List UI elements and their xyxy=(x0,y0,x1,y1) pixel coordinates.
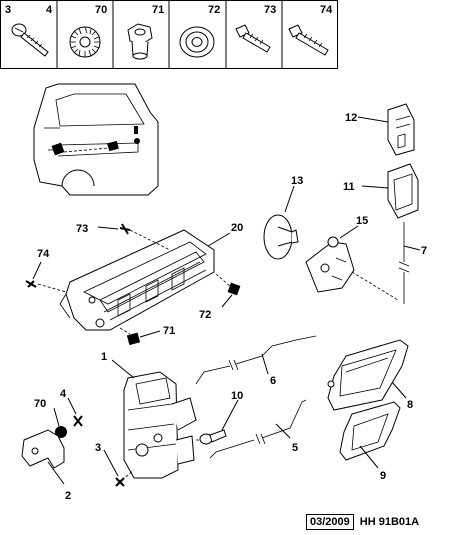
interior-handle-bracket xyxy=(59,229,215,331)
callout-72: 72 xyxy=(199,309,211,321)
grommet-72-marker xyxy=(215,273,241,308)
rivet-nut-icon xyxy=(127,23,153,60)
callout-13: 13 xyxy=(291,175,303,187)
lock-barrel-13 xyxy=(263,185,299,260)
callout-5: 5 xyxy=(292,442,298,454)
pin-10 xyxy=(196,399,239,445)
header-ref-3: 3 xyxy=(5,4,11,16)
screw-3-marker xyxy=(103,449,135,487)
callout-70: 70 xyxy=(34,398,46,410)
door-lock-1 xyxy=(111,359,197,479)
handle-cover-12 xyxy=(357,103,415,156)
footer-code: HH 91B01A xyxy=(359,516,420,528)
header-ref-74: 74 xyxy=(320,4,333,16)
callout-12: 12 xyxy=(345,112,357,124)
callout-4: 4 xyxy=(60,388,67,400)
washer-70-marker xyxy=(53,407,67,438)
control-rod-6 xyxy=(195,335,317,385)
footer: 03/2009 HH 91B01A xyxy=(306,514,419,530)
callout-6: 6 xyxy=(270,375,276,387)
callout-20: 20 xyxy=(231,222,243,234)
callout-15: 15 xyxy=(356,215,368,227)
control-rod-7 xyxy=(398,222,421,304)
callout-2: 2 xyxy=(65,490,71,502)
control-rod-5 xyxy=(209,399,307,459)
rivet-nut-71-marker xyxy=(119,327,161,346)
header-ref-71: 71 xyxy=(152,4,164,16)
callout-74: 74 xyxy=(37,248,50,260)
screw-4-marker xyxy=(67,397,83,427)
bracket-2 xyxy=(21,429,65,485)
header-ref-73: 73 xyxy=(264,4,276,16)
serrated-washer-icon xyxy=(69,26,101,58)
header-ref-4: 4 xyxy=(46,4,53,16)
grommet-icon xyxy=(179,26,215,58)
screw-74-marker xyxy=(25,261,67,293)
screw-icon xyxy=(288,24,329,56)
callout-3: 3 xyxy=(95,442,101,454)
car-door-silhouette xyxy=(33,83,159,196)
handle-housing-11 xyxy=(361,163,419,219)
callout-11: 11 xyxy=(343,181,355,193)
header-ref-70: 70 xyxy=(95,4,107,16)
footer-date: 03/2009 xyxy=(306,514,354,530)
lock-lever-15 xyxy=(305,225,399,301)
callout-7: 7 xyxy=(421,245,427,257)
callout-73: 73 xyxy=(76,223,88,235)
bezel-9 xyxy=(339,401,401,469)
callout-10: 10 xyxy=(231,390,243,402)
header-parts-table: 3 4 70 71 72 73 74 xyxy=(0,0,338,69)
header-ref-72: 72 xyxy=(208,4,220,16)
screw-icon xyxy=(11,23,49,57)
screw-icon xyxy=(235,24,271,53)
callout-71: 71 xyxy=(163,325,175,337)
callout-8: 8 xyxy=(407,399,413,411)
door-handle-8 xyxy=(327,339,409,411)
callout-9: 9 xyxy=(380,470,386,482)
callout-1: 1 xyxy=(101,351,107,363)
screw-73-marker xyxy=(97,223,171,251)
